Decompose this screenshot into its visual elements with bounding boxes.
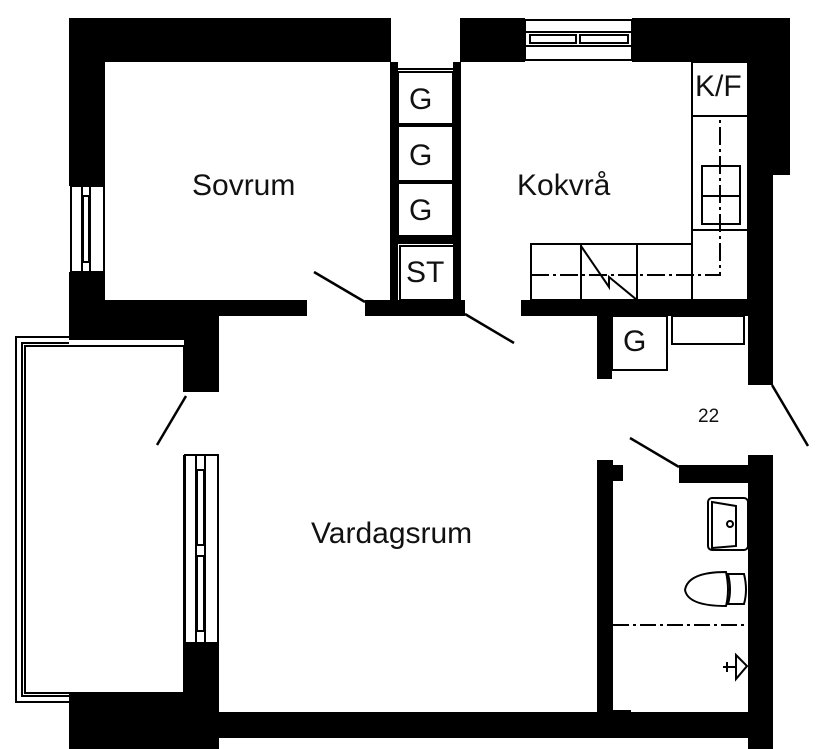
kitchen-counter <box>530 61 749 301</box>
apartment-number: 22 <box>698 406 720 427</box>
bathroom-fixtures <box>613 497 749 682</box>
room-label-kitchen-nook: Kokvrå <box>517 169 611 202</box>
fridge-freezer-label: K/F <box>695 70 742 103</box>
room-label-living-room: Vardagsrum <box>311 517 473 550</box>
hall-storage <box>611 315 745 371</box>
walls <box>69 18 790 749</box>
balcony <box>15 336 185 703</box>
window-bedroom <box>70 185 105 273</box>
door-swings <box>155 270 810 469</box>
window-living <box>184 454 219 644</box>
hall-wardrobe-label: G <box>623 325 647 358</box>
storage-label: ST <box>406 256 445 289</box>
wardrobe-column <box>397 68 459 301</box>
wardrobe-label-3: G <box>409 194 433 227</box>
wardrobe-label-1: G <box>409 83 433 116</box>
room-label-bedroom: Sovrum <box>192 169 296 202</box>
wardrobe-label-2: G <box>409 139 433 172</box>
window-kitchen <box>524 19 633 61</box>
